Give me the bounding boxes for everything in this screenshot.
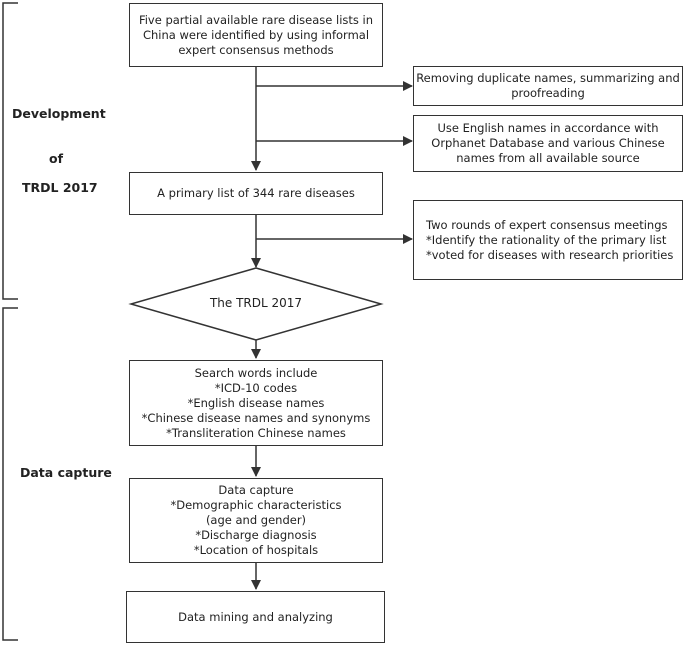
data-capture-line-4: *Discharge diagnosis [195,528,317,542]
search-words-line-4: *Chinese disease names and synonyms [141,410,371,425]
phase-development-trdl: TRDL 2017 [22,180,98,195]
english-names-line-3: names from all available source [456,151,640,165]
data-capture-line-5: *Location of hospitals [193,543,319,557]
primary-list-box: A primary list of 344 rare diseases [129,172,383,215]
data-capture-line-3: (age and gender) [205,513,307,527]
remove-duplicates-line-1: Removing duplicate names, summarizing an… [416,71,680,85]
english-names-line-2: Orphanet Database and various Chinese [431,136,665,150]
phase-development-title: Development [12,106,106,121]
expert-meetings-line-1: Two rounds of expert consensus meetings [426,217,668,232]
remove-duplicates-line-2: proofreading [511,86,585,100]
expert-meetings-line-3: *voted for diseases with research priori… [426,247,674,262]
development-bracket [2,2,18,300]
search-words-line-2: *ICD-10 codes [214,380,298,395]
primary-list-line-1: A primary list of 344 rare diseases [157,186,355,200]
phase-data-capture: Data capture [20,465,112,480]
expert-meetings-box: Two rounds of expert consensus meetings … [413,200,683,280]
five-lists-line-3: expert consensus methods [178,42,334,57]
data-mining-box: Data mining and analyzing [126,591,385,643]
five-lists-line-1: Five partial available rare disease list… [138,12,374,27]
english-names-line-1: Use English names in accordance with [437,121,659,135]
search-words-line-3: *English disease names [187,395,325,410]
five-lists-box: Five partial available rare disease list… [129,3,383,67]
phase-development-of: of [49,151,64,166]
remove-duplicates-box: Removing duplicate names, summarizing an… [413,66,683,106]
trdl-diamond [128,267,384,341]
expert-meetings-line-2: *Identify the rationality of the primary… [426,232,667,247]
data-capture-box: Data capture *Demographic characteristic… [129,478,383,563]
data-capture-line-1: Data capture [218,483,294,497]
search-words-line-5: *Transliteration Chinese names [166,425,346,440]
trdl-label: The TRDL 2017 [209,296,303,310]
data-capture-line-2: *Demographic characteristics [170,498,342,512]
five-lists-line-2: China were identified by using informal [142,27,370,42]
data-capture-bracket [2,307,18,641]
english-names-box: Use English names in accordance with Orp… [413,115,683,172]
data-mining-line-1: Data mining and analyzing [178,609,333,624]
search-words-box: Search words include *ICD-10 codes *Engl… [129,360,383,446]
search-words-line-1: Search words include [194,365,318,380]
